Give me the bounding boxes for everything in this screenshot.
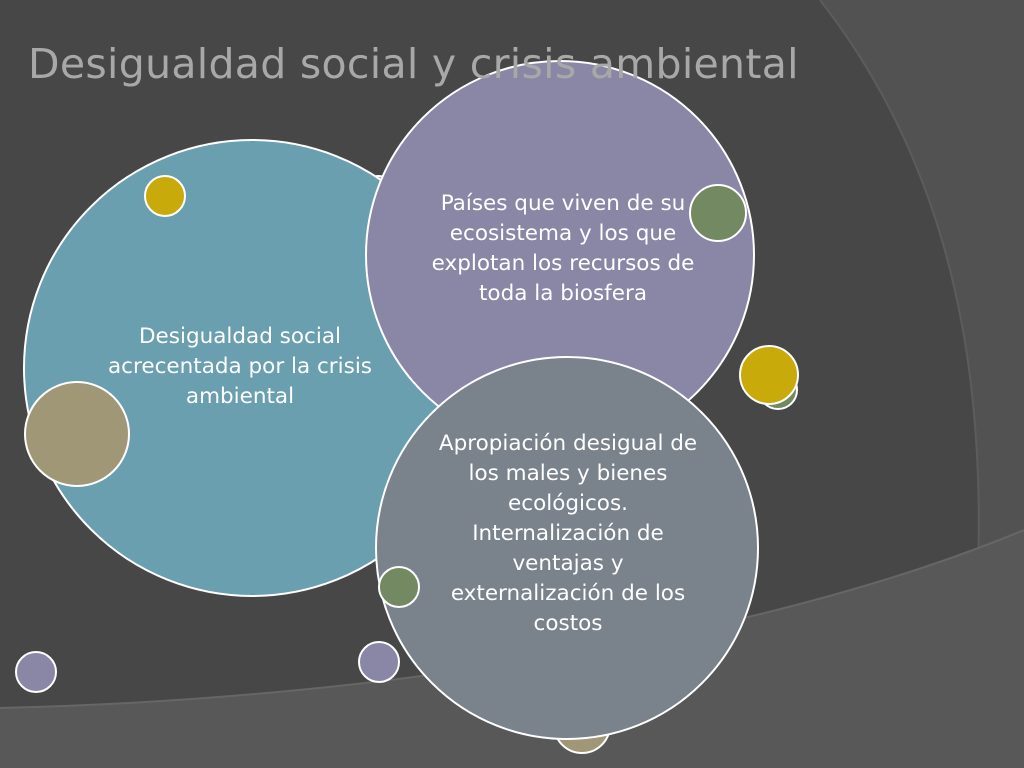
small-circle-green-bottom (378, 566, 420, 608)
small-circle-yellow-left (144, 175, 186, 217)
small-circle-lavender-left (15, 651, 57, 693)
slide-title: Desigualdad social y crisis ambiental (28, 40, 799, 88)
node-label-top: Países que viven de su ecosistema y los … (431, 191, 695, 306)
node-label-left: Desigualdad social acrecentada por la cr… (108, 324, 372, 409)
small-circle-taupe-left (24, 381, 130, 487)
background-band-bottom (0, 530, 1024, 768)
small-circle-lavender-center (358, 641, 400, 683)
circle-bottom (375, 356, 759, 740)
small-circle-green-top (689, 184, 747, 242)
node-label-bottom: Apropiación desigual de los males y bien… (438, 431, 698, 636)
small-circle-yellow-right (739, 345, 799, 405)
background-curve-right (820, 0, 1024, 768)
